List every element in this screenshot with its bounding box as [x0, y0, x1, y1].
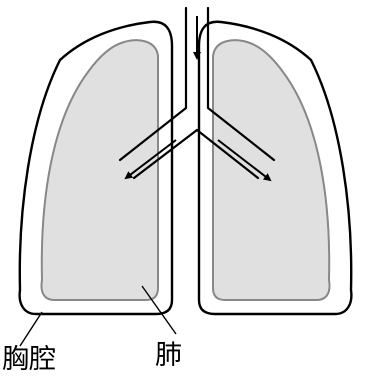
lung-label: 肺	[155, 342, 182, 369]
thoracic-cavity-leader-line	[20, 312, 42, 346]
thoracic-cavity-label: 胸腔	[2, 346, 56, 373]
